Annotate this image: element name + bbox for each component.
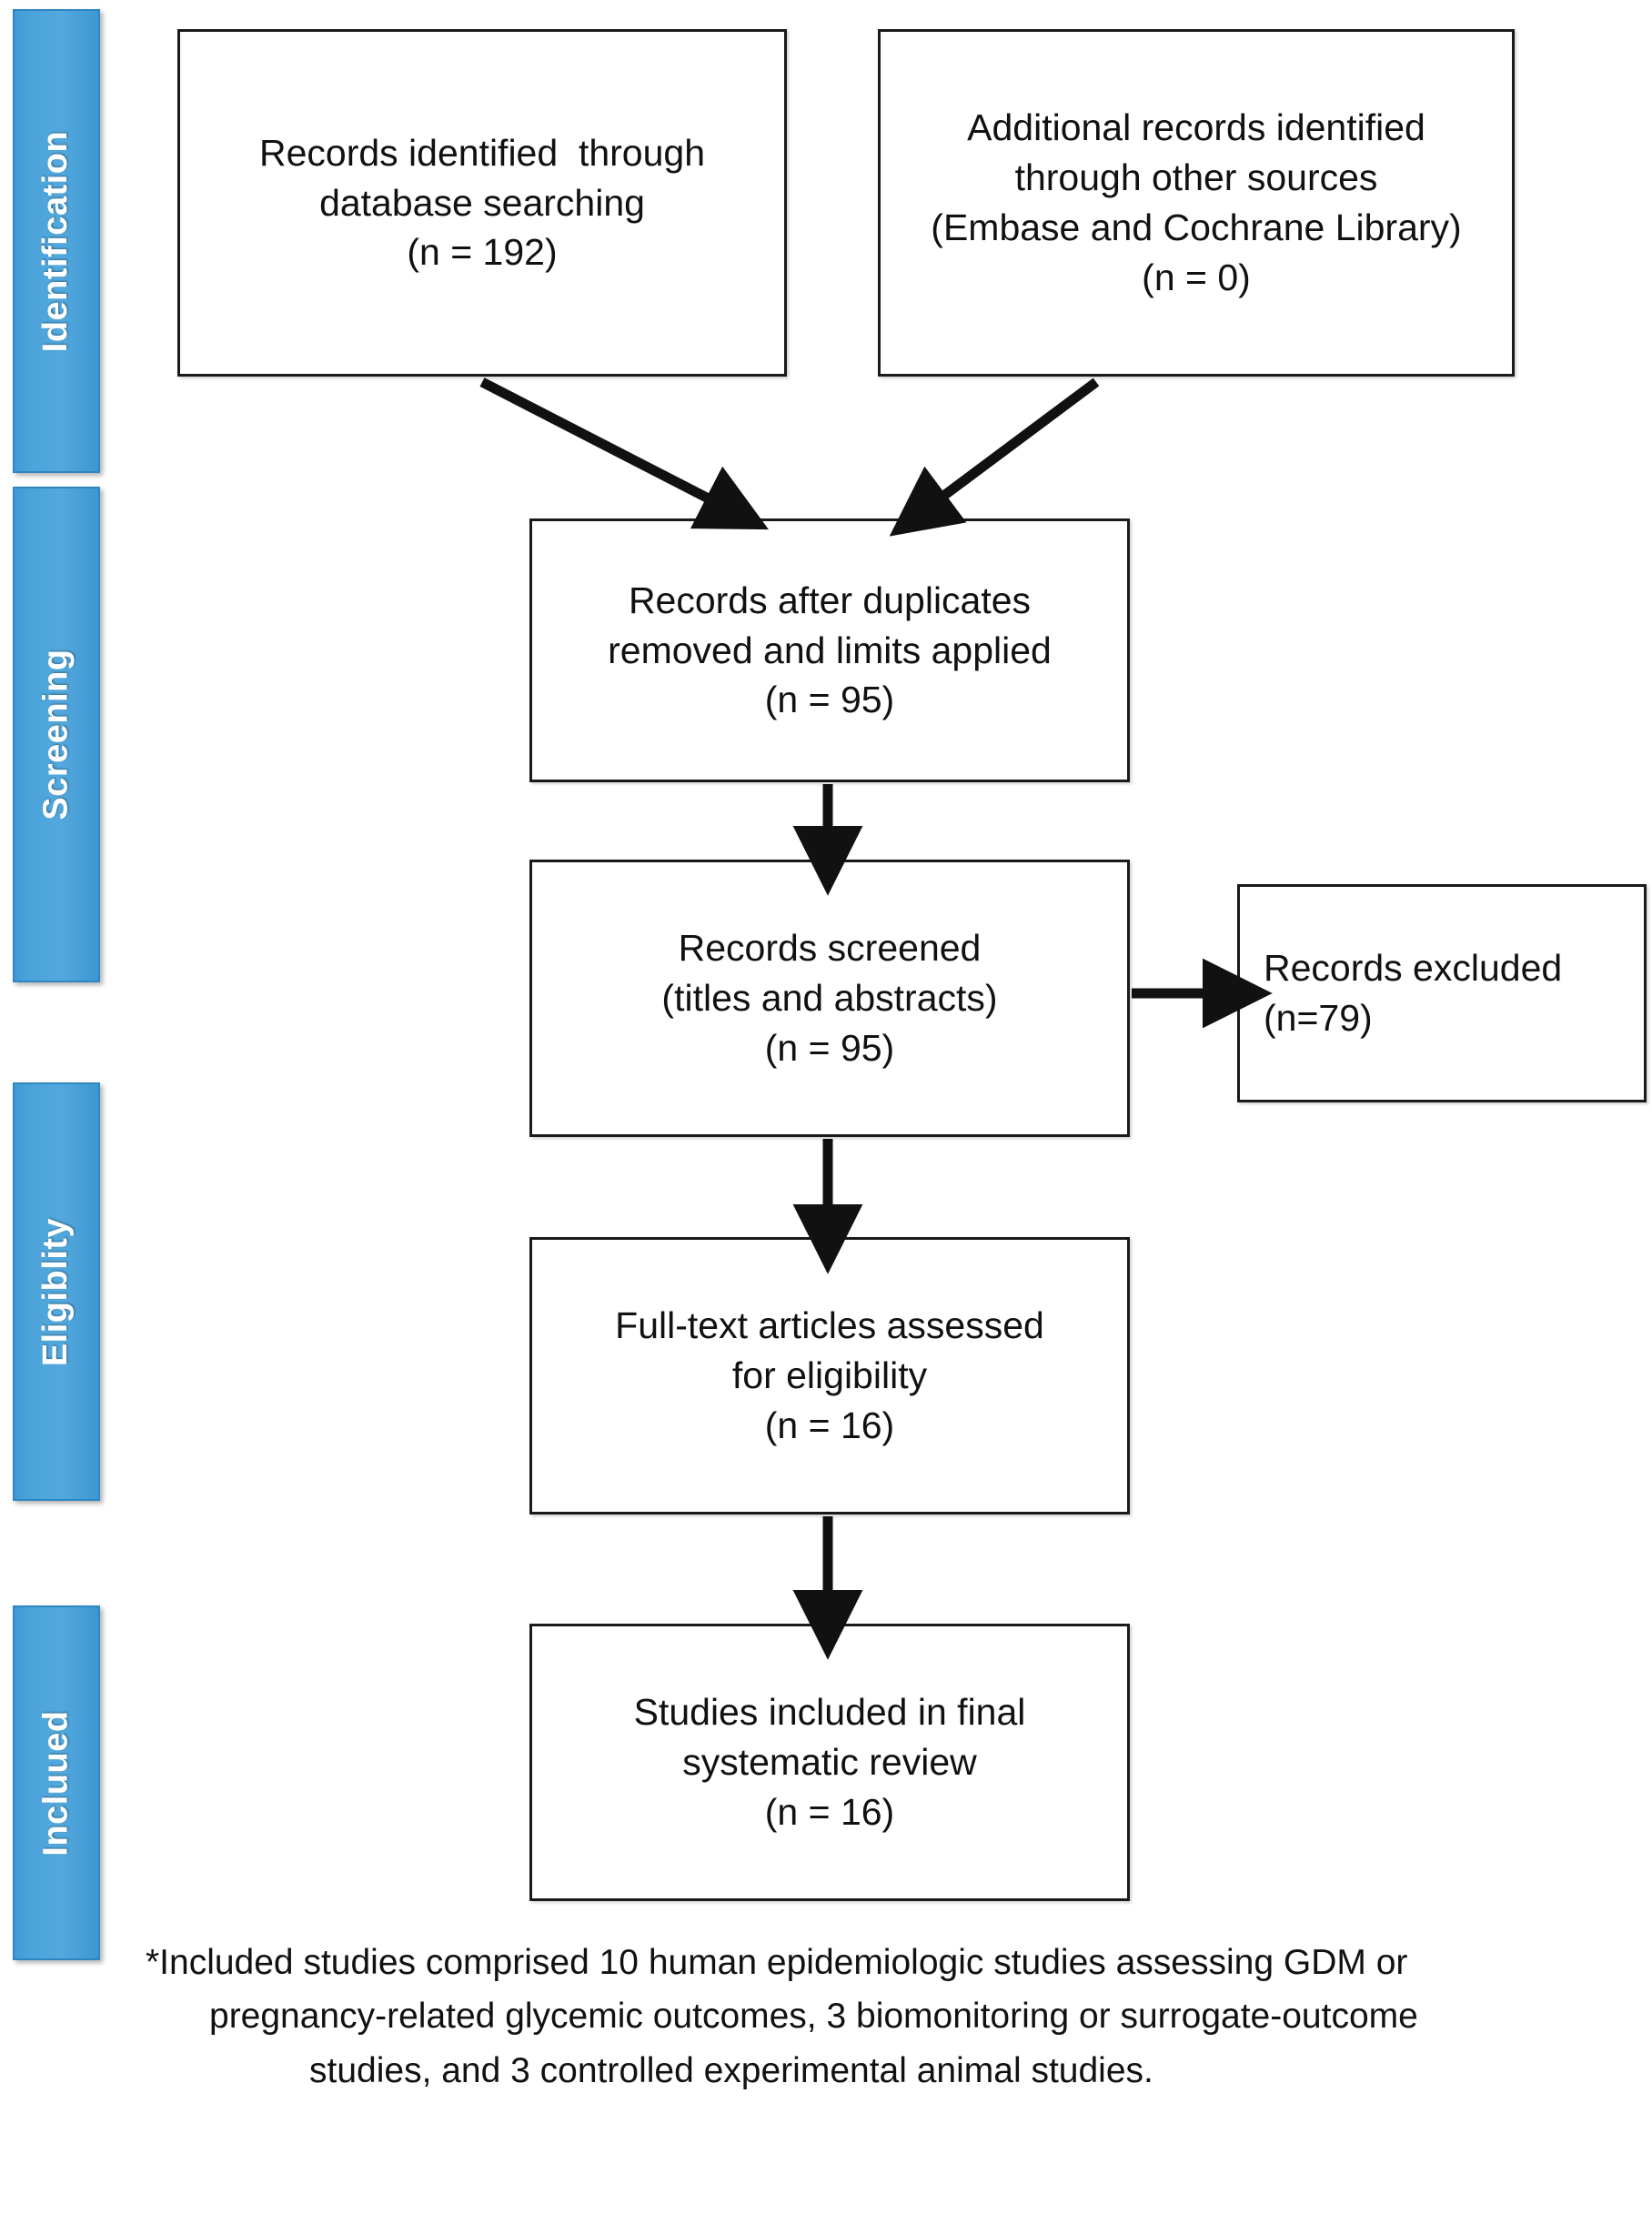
stage-label-included-text: Incluued xyxy=(36,1709,76,1857)
box-additional-records-line-4: (n = 0) xyxy=(1142,256,1251,298)
box-records-identified-database-line-2: database searching xyxy=(319,181,645,224)
box-fulltext-assessed-line-1: Full-text articles assessed xyxy=(615,1304,1044,1347)
box-records-excluded-line-1: Records excluded xyxy=(1264,947,1563,990)
box-records-after-duplicates-line-1: Records after duplicates xyxy=(628,579,1032,621)
box-records-identified-database: Records identified through database sear… xyxy=(177,29,787,377)
stage-label-screening: Screening xyxy=(13,487,100,982)
footnote-line-3: studies, and 3 controlled experimental a… xyxy=(309,2050,1153,2090)
box-additional-records-other-sources: Additional records identified through ot… xyxy=(878,29,1515,377)
box-records-after-duplicates-line-3: (n = 95) xyxy=(764,679,895,721)
box-fulltext-assessed: Full-text articles assessed for eligibil… xyxy=(529,1237,1130,1515)
box-studies-included: Studies included in final systematic rev… xyxy=(529,1624,1130,1901)
box-records-screened: Records screened (titles and abstracts) … xyxy=(529,860,1130,1137)
footnote-line-2: pregnancy-related glycemic outcomes, 3 b… xyxy=(209,1997,1418,2037)
box-records-after-duplicates-line-2: removed and limits applied xyxy=(608,629,1052,671)
box-records-excluded-line-2: (n=79) xyxy=(1264,997,1373,1039)
box-additional-records-line-3: (Embase and Cochrane Library) xyxy=(931,206,1462,248)
stage-label-eligibility-text: Eligiblity xyxy=(36,1217,76,1366)
stage-label-eligibility: Eligiblity xyxy=(13,1082,100,1501)
box-fulltext-assessed-line-2: for eligibility xyxy=(731,1354,928,1397)
box-records-identified-database-line-3: (n = 192) xyxy=(407,231,558,274)
box-records-identified-database-line-1: Records identified through xyxy=(258,131,706,174)
box-additional-records-line-1: Additional records identified xyxy=(967,106,1425,149)
box-studies-included-line-1: Studies included in final xyxy=(633,1691,1026,1734)
stage-label-identification: Identification xyxy=(13,9,100,473)
box-records-after-duplicates: Records after duplicates removed and lim… xyxy=(529,518,1130,782)
box-studies-included-line-2: systematic review xyxy=(682,1741,977,1784)
box-records-excluded: Records excluded (n=79) xyxy=(1237,884,1647,1102)
box-records-screened-line-3: (n = 95) xyxy=(764,1026,895,1069)
box-fulltext-assessed-line-3: (n = 16) xyxy=(764,1404,895,1446)
footnote-line-1: *Included studies comprised 10 human epi… xyxy=(146,1943,1408,1982)
arrow-other-sources-to-duplicates xyxy=(889,377,1100,537)
box-additional-records-line-2: through other sources xyxy=(1014,156,1378,199)
box-records-screened-line-2: (titles and abstracts) xyxy=(661,977,998,1020)
footnote: *Included studies comprised 10 human epi… xyxy=(136,1936,1556,2098)
arrow-db-search-to-duplicates xyxy=(479,377,769,530)
stage-label-included: Incluued xyxy=(13,1605,100,1960)
box-records-screened-line-1: Records screened xyxy=(678,927,982,970)
stage-label-identification-text: Identification xyxy=(36,130,76,352)
box-studies-included-line-3: (n = 16) xyxy=(764,1790,895,1833)
stage-label-screening-text: Screening xyxy=(36,649,76,820)
